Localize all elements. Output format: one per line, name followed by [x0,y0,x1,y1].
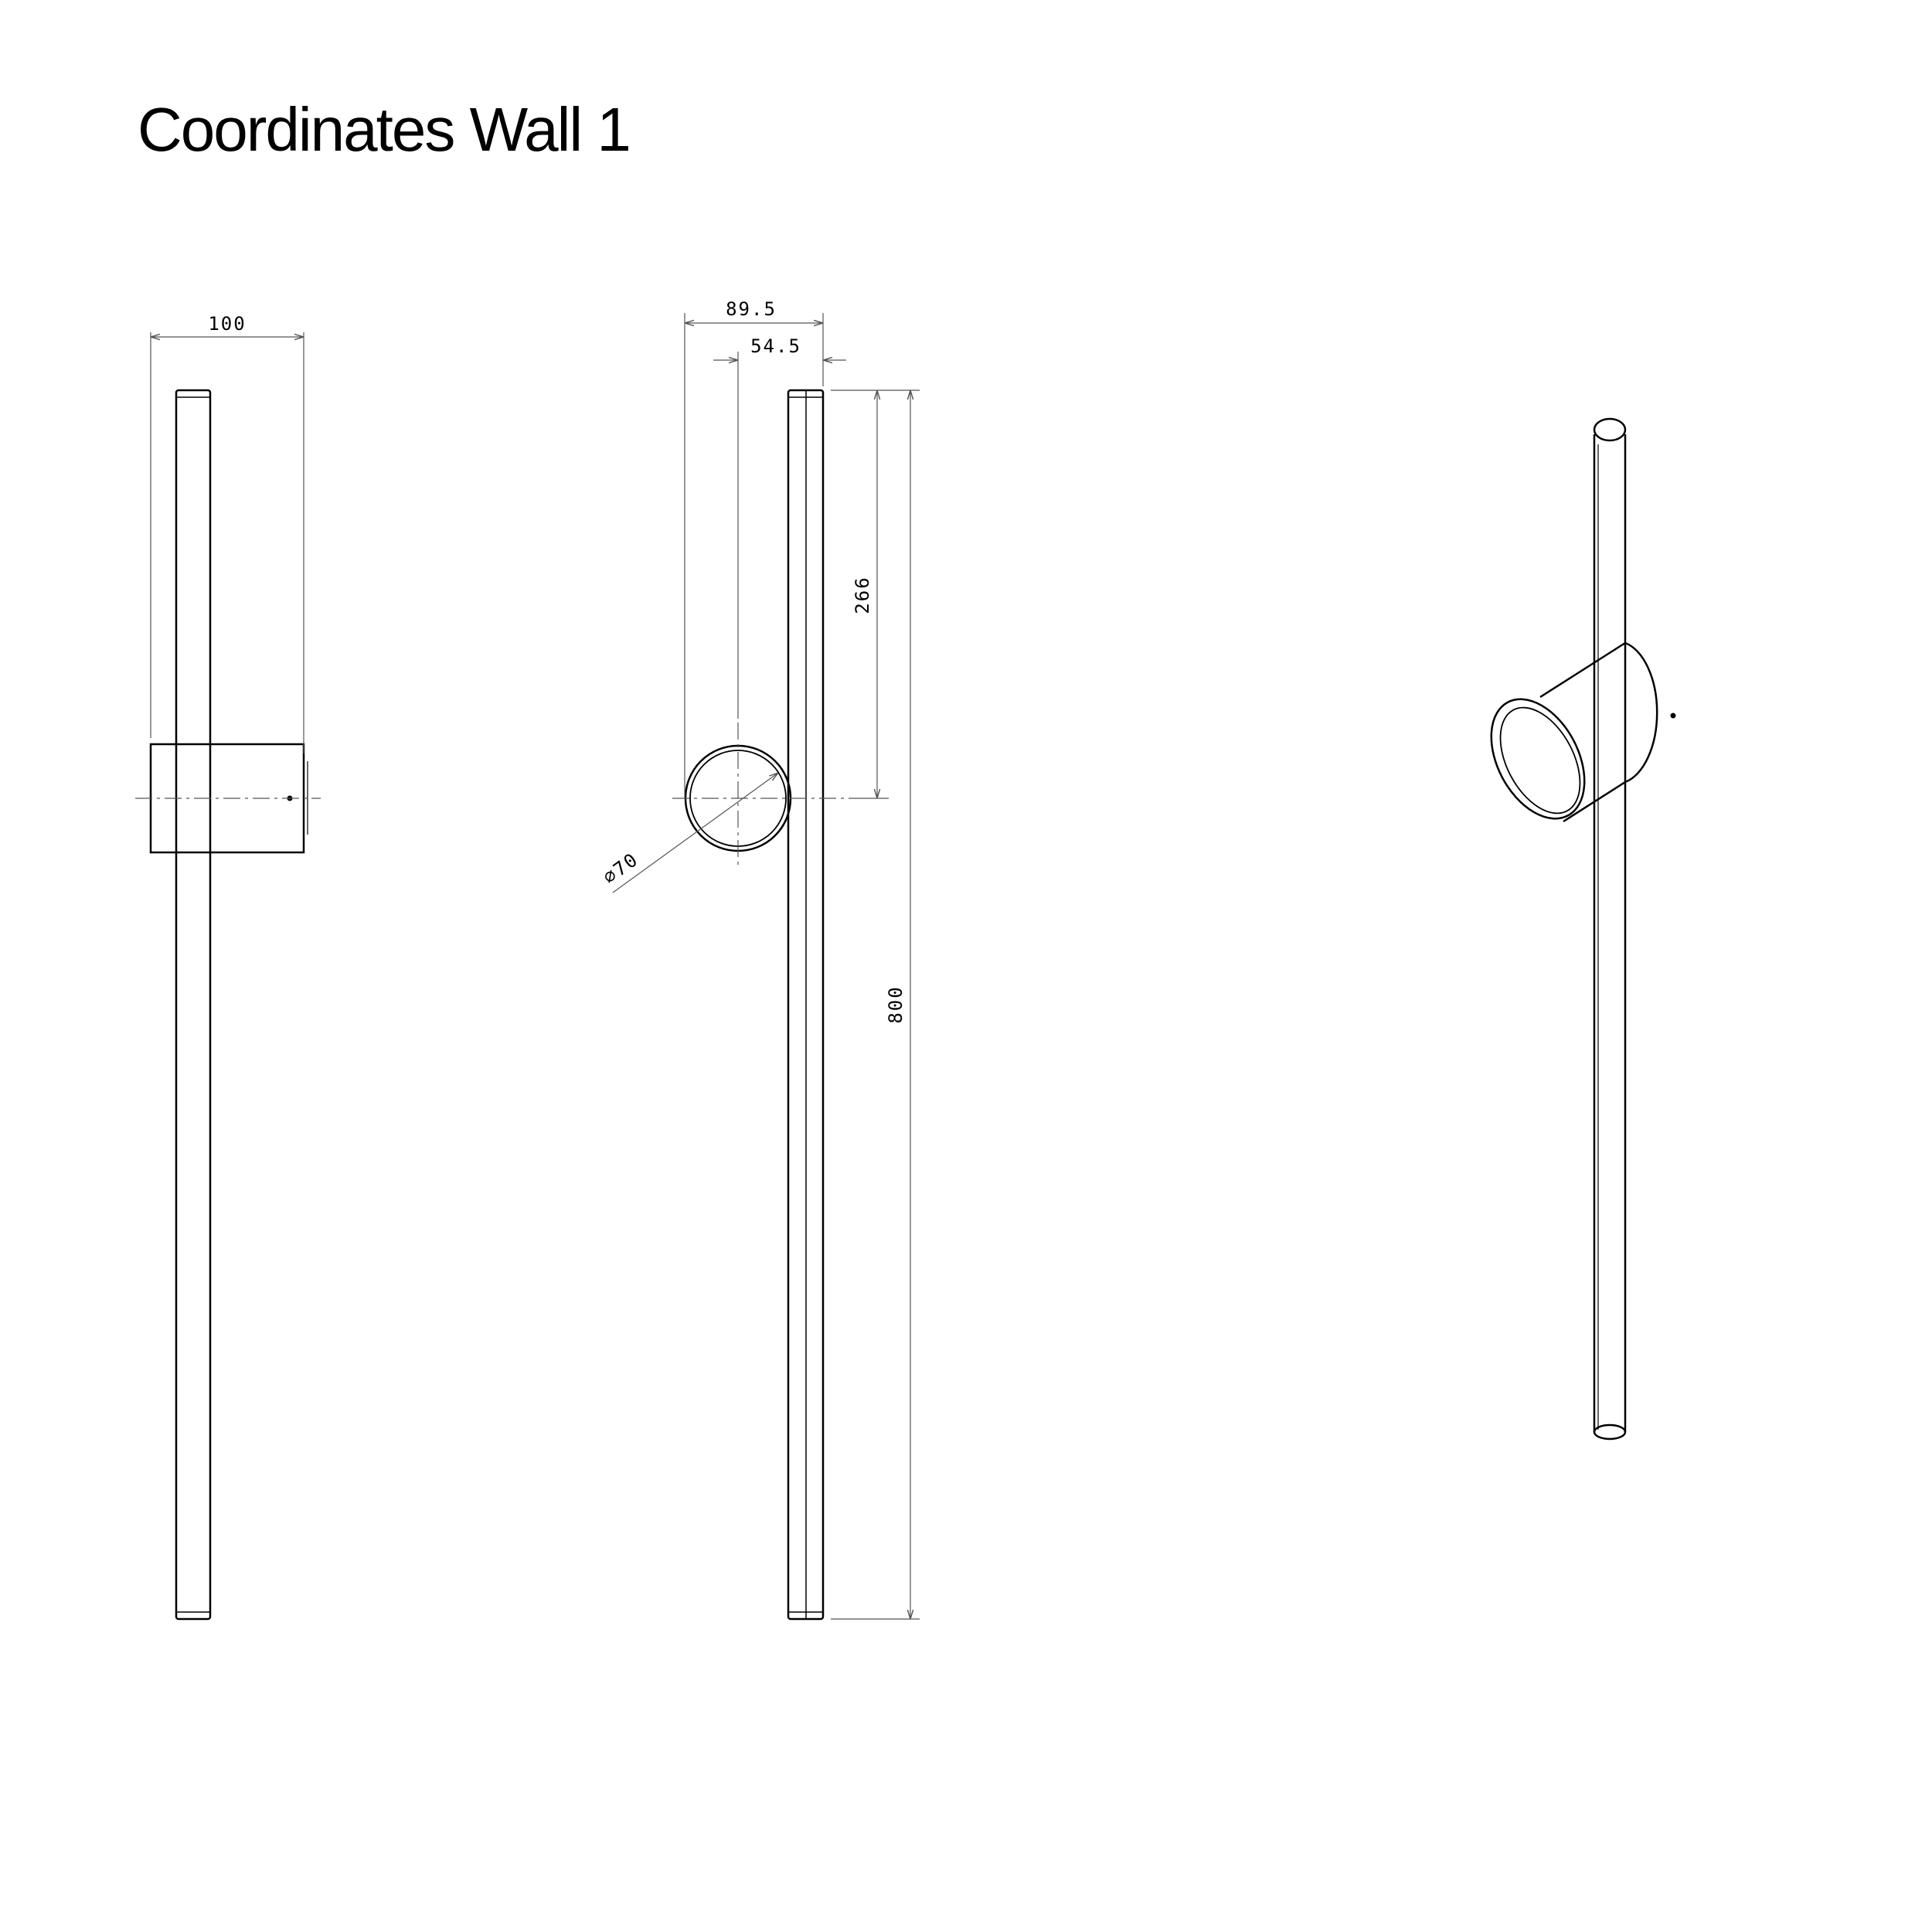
perspective-shade-opening [1490,698,1586,820]
perspective-tube-top-cap [1593,417,1627,442]
front-view [684,389,825,1621]
overall-height-label: 800 [885,985,906,1023]
perspective-shade-body [1539,641,1658,823]
shade-height-label: 266 [852,576,873,614]
shade-diameter-label: ⌀70 [599,849,642,889]
side-width-label: 100 [208,313,246,335]
side-view [135,389,321,1621]
front-dimension-lines [612,313,920,1620]
front-view-centerlines [672,723,850,866]
front-total-depth-label: 89.5 [726,298,777,320]
drawing-title: Coordinates Wall 1 [138,95,631,164]
perspective-view [1490,417,1676,1440]
front-axis-depth-label: 54.5 [750,335,801,357]
side-view-width-dimension [150,332,304,753]
side-view-tube [175,389,212,1621]
